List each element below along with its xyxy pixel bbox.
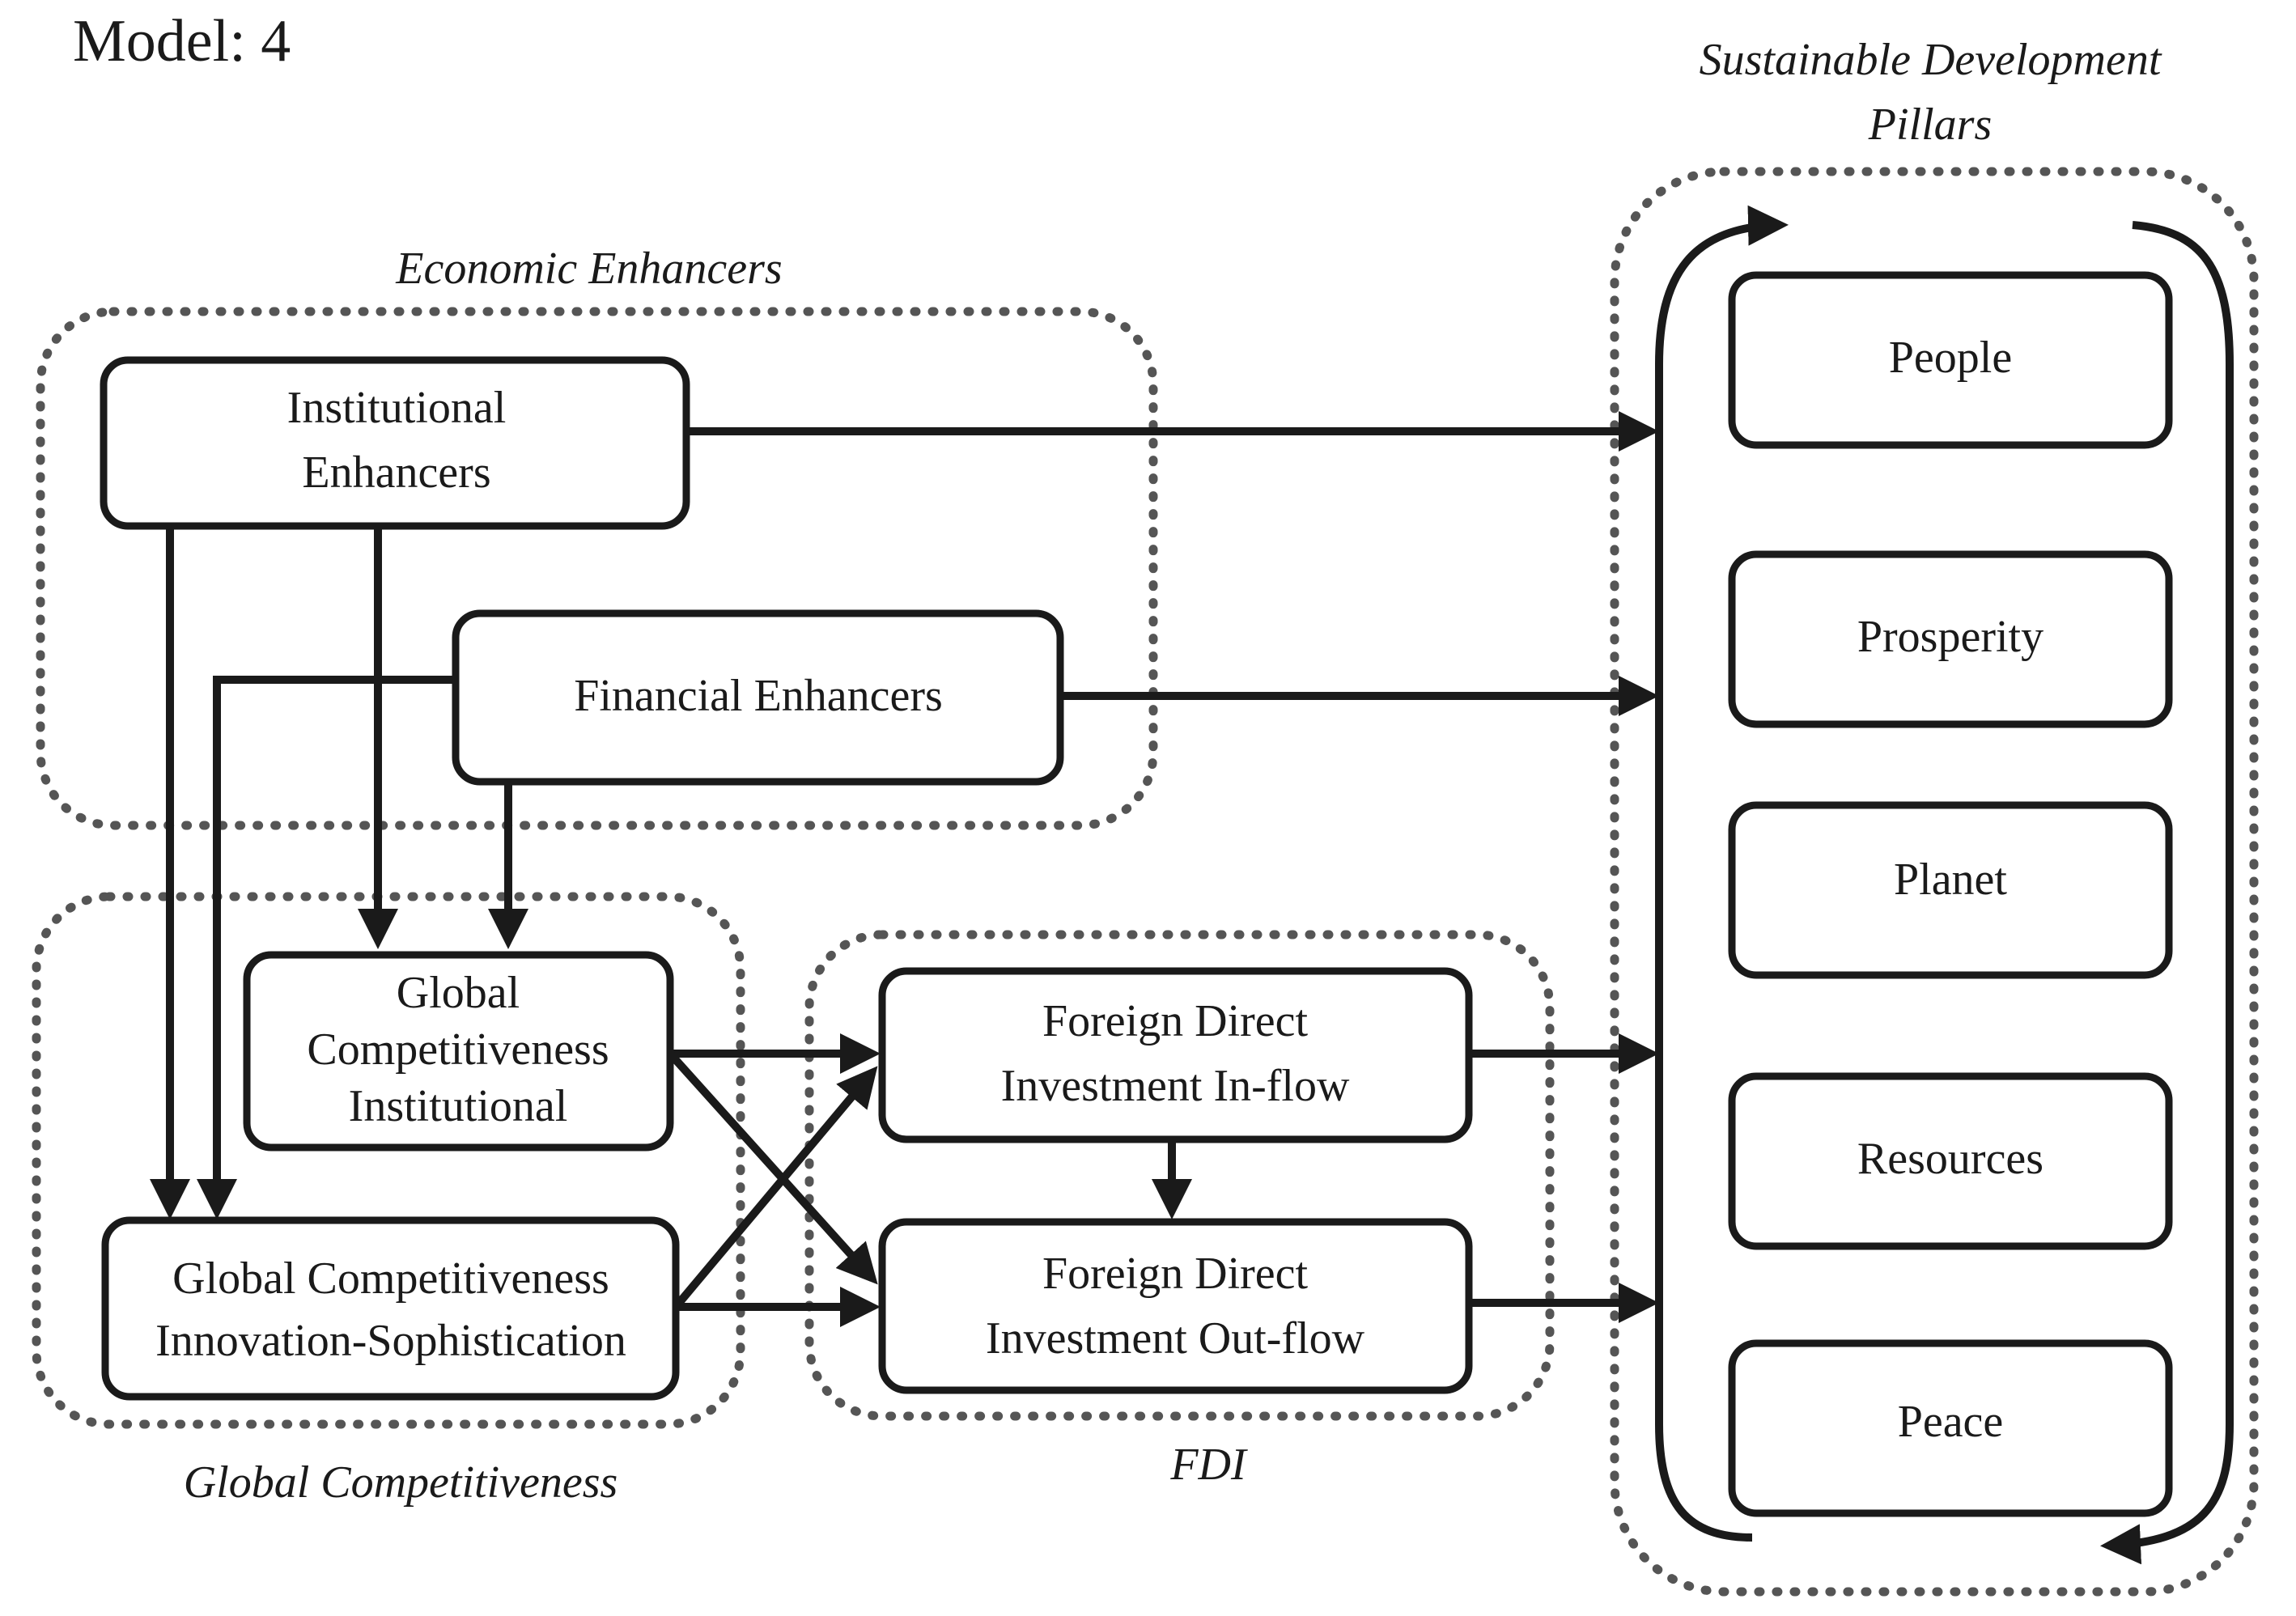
economic-enhancers-label: Economic Enhancers	[395, 244, 782, 294]
pillar-people-label: People	[1889, 333, 2012, 383]
gc-institutional-line2: Competitiveness	[307, 1024, 609, 1075]
node-gc-innovation: Global Competitiveness Innovation-Sophis…	[101, 1216, 680, 1401]
pillar-peace-label: Peace	[1898, 1397, 2004, 1447]
fdi-outflow-line2: Investment Out-flow	[986, 1313, 1365, 1364]
pillar-prosperity-label: Prosperity	[1857, 612, 2043, 662]
financial-enhancers-label: Financial Enhancers	[574, 671, 943, 721]
node-fdi-inflow: Foreign Direct Investment In-flow	[878, 967, 1473, 1143]
fdi-label: FDI	[1169, 1440, 1248, 1490]
global-competitiveness-label: Global Competitiveness	[184, 1457, 618, 1508]
node-gc-institutional: Global Competitiveness Institutional	[243, 951, 674, 1152]
gc-innovation-line1: Global Competitiveness	[172, 1253, 609, 1304]
pillar-resources-label: Resources	[1857, 1134, 2043, 1184]
gc-institutional-line1: Global	[397, 968, 520, 1018]
pillars-cycle	[1655, 205, 2234, 1565]
gc-innovation-line2: Innovation-Sophistication	[155, 1316, 626, 1366]
fdi-inflow-line1: Foreign Direct	[1042, 996, 1309, 1046]
diagram-title: Model: 4	[73, 8, 291, 74]
fdi-outflow-line1: Foreign Direct	[1042, 1249, 1309, 1299]
institutional-enhancers-line1: Institutional	[287, 383, 507, 433]
sustainable-development-group	[1610, 167, 2259, 1597]
edges	[150, 411, 1659, 1327]
edge-gc-innovation-to-fdi-inflow	[673, 1066, 878, 1310]
gc-institutional-line3: Institutional	[349, 1081, 568, 1131]
institutional-enhancers-line2: Enhancers	[302, 447, 490, 498]
pillar-planet-label: Planet	[1894, 855, 2007, 905]
sustainable-development-label-line2: Pillars	[1868, 100, 1992, 150]
pillar-resources: Resources	[1728, 1072, 2173, 1250]
pillar-prosperity: Prosperity	[1728, 550, 2173, 728]
fdi-inflow-line2: Investment In-flow	[1001, 1061, 1350, 1111]
pillar-peace: Peace	[1728, 1339, 2173, 1517]
node-institutional-enhancers: Institutional Enhancers	[100, 356, 690, 530]
node-financial-enhancers: Financial Enhancers	[452, 609, 1064, 786]
sustainable-development-label-line1: Sustainable Development	[1700, 35, 2162, 85]
fdi-group	[804, 930, 1555, 1421]
pillar-people: People	[1728, 271, 2173, 449]
global-competitiveness-group	[32, 892, 745, 1429]
node-fdi-outflow: Foreign Direct Investment Out-flow	[878, 1218, 1473, 1394]
pillar-planet: Planet	[1728, 801, 2173, 979]
edge-financial-to-gc-innovation	[197, 676, 457, 1219]
edge-gc-institutional-to-fdi-outflow	[667, 1050, 878, 1285]
economic-enhancers-group	[36, 307, 1158, 830]
